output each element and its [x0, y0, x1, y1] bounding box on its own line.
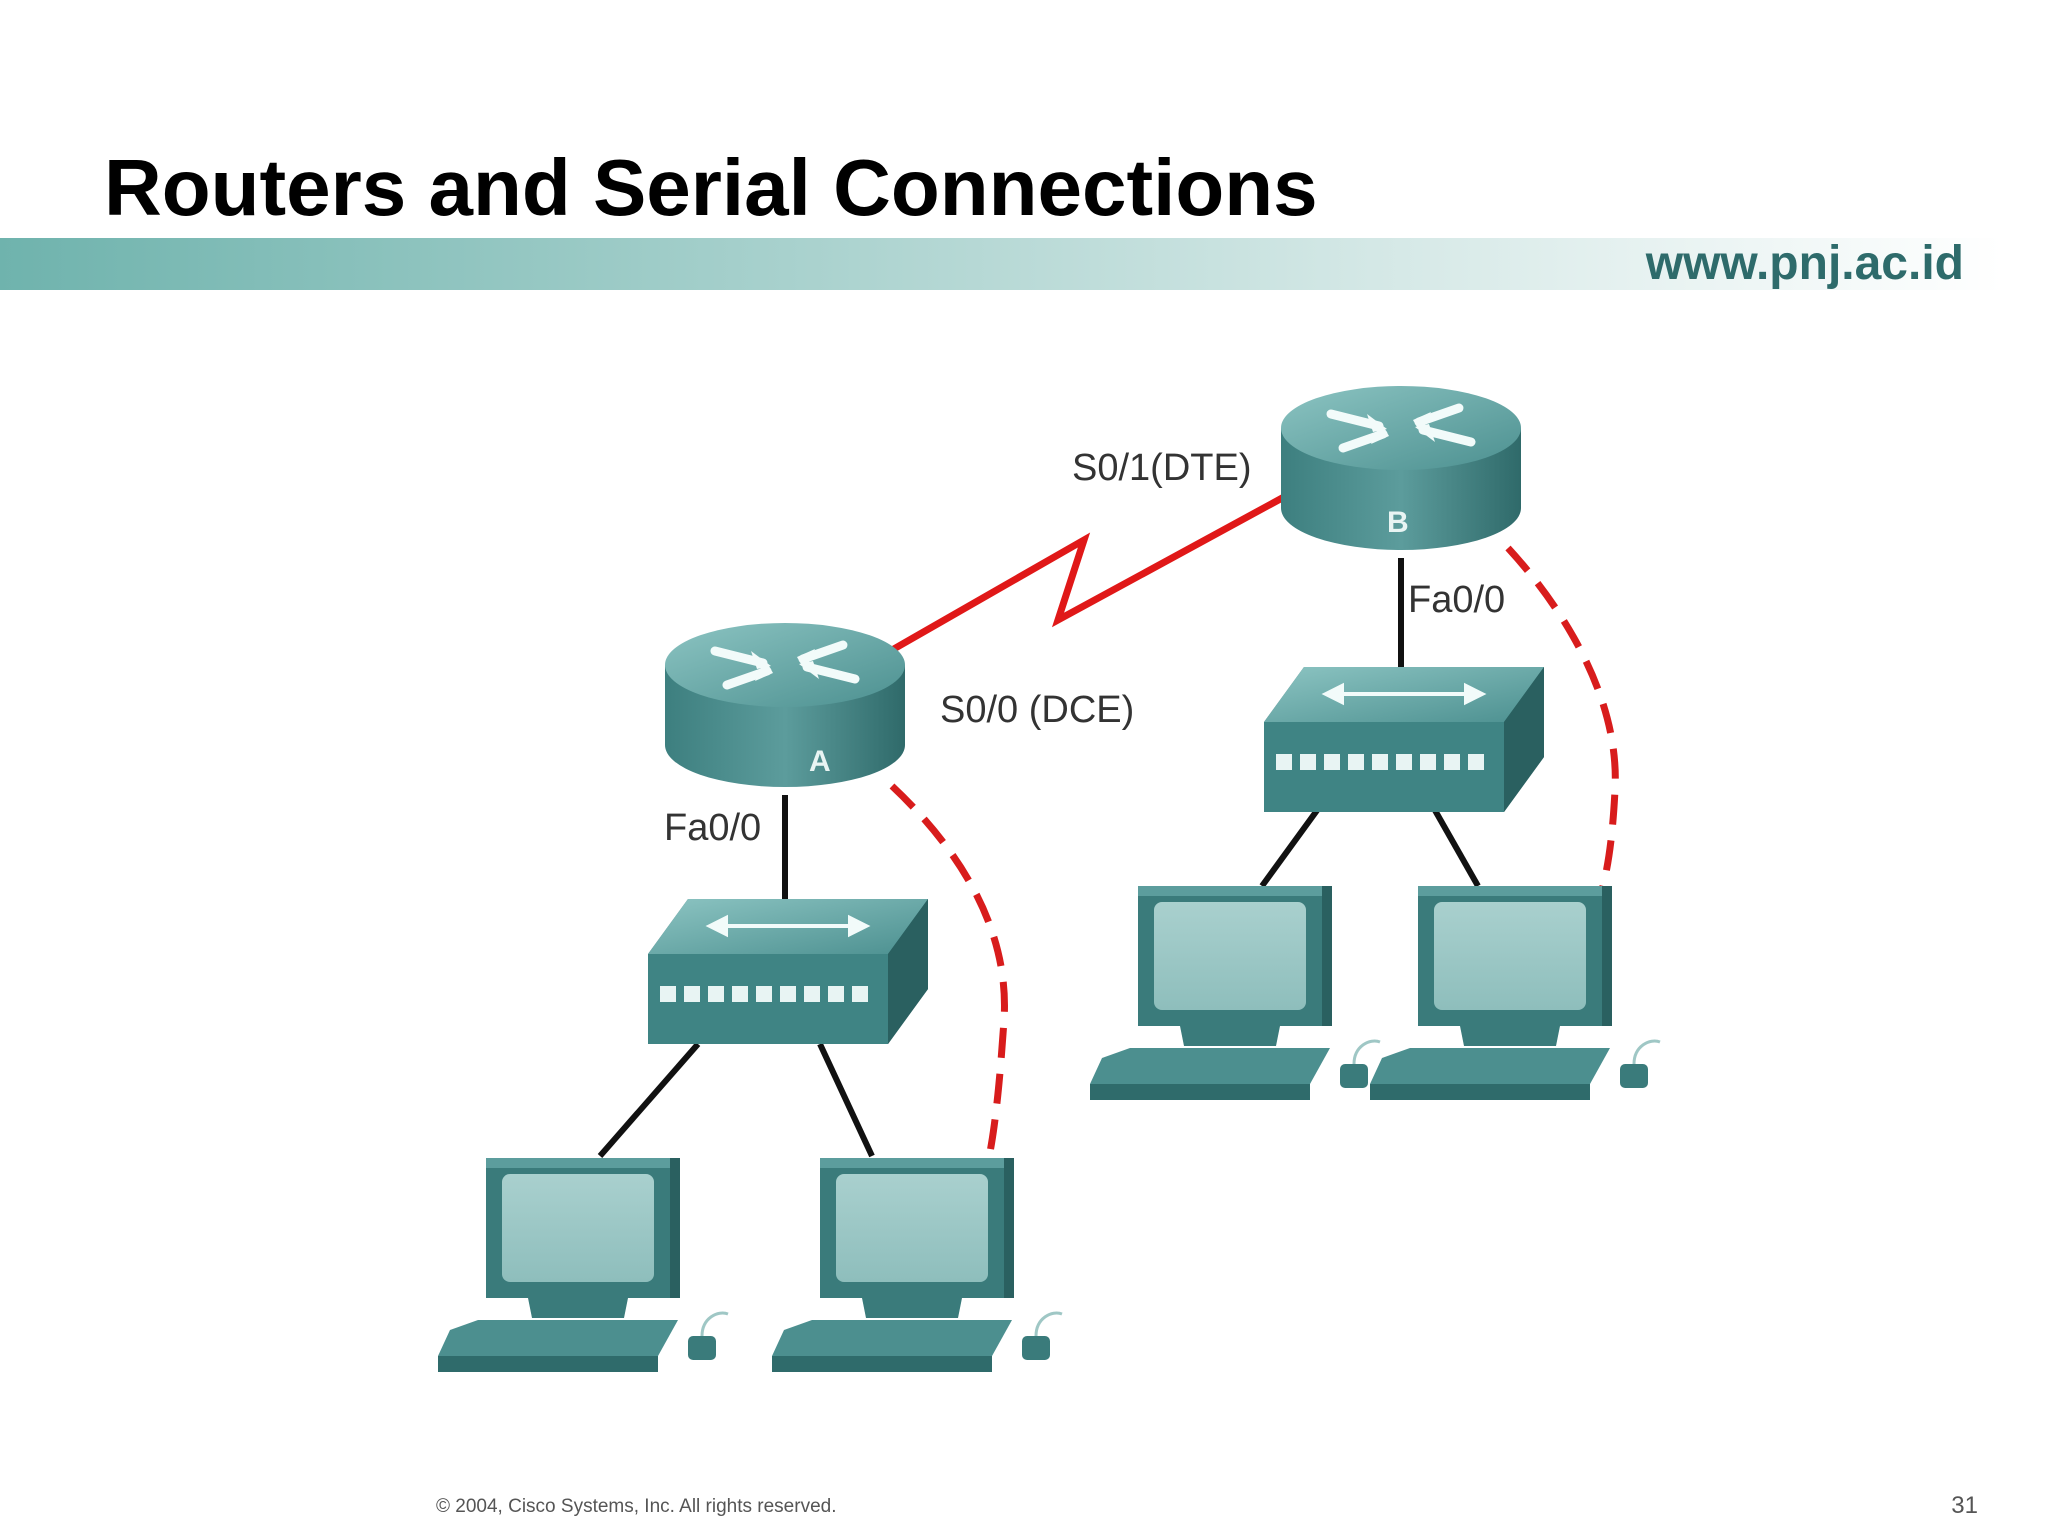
- switch-icon: [646, 897, 930, 1046]
- label-s0-0-dce: S0/0 (DCE): [940, 689, 1134, 731]
- pc-a2: [770, 1156, 1064, 1374]
- switch-b: [1262, 665, 1546, 814]
- pc-icon: [770, 1156, 1064, 1374]
- label-s0-1-dte: S0/1(DTE): [1072, 447, 1251, 489]
- title-band: [0, 238, 2002, 290]
- pc-icon: [1368, 884, 1662, 1102]
- ethernet-cables: [597, 558, 1481, 1158]
- router-a: A: [665, 623, 905, 787]
- pc-a1: [436, 1156, 730, 1374]
- serial-link: [890, 493, 1286, 654]
- pc-b2: [1368, 884, 1662, 1102]
- router-b-label: B: [1387, 506, 1409, 539]
- label-fa0-0-b: Fa0/0: [1408, 579, 1505, 621]
- switch-a: [646, 897, 930, 1046]
- label-fa0-0-a: Fa0/0: [664, 807, 761, 849]
- page-number: 31: [1951, 1492, 1978, 1519]
- site-url: www.pnj.ac.id: [1645, 237, 1964, 290]
- switch-icon: [1262, 665, 1546, 814]
- router-icon: [665, 623, 905, 787]
- pc-icon: [1088, 884, 1382, 1102]
- pc-b1: [1088, 884, 1382, 1102]
- copyright-notice: © 2004, Cisco Systems, Inc. All rights r…: [436, 1496, 837, 1517]
- router-b: B: [1281, 386, 1521, 550]
- pc-icon: [436, 1156, 730, 1374]
- slide-title: Routers and Serial Connections: [104, 143, 1318, 232]
- console-cable-a: [889, 783, 1008, 1163]
- router-a-label: A: [809, 745, 831, 778]
- console-cable-b: [1505, 545, 1619, 920]
